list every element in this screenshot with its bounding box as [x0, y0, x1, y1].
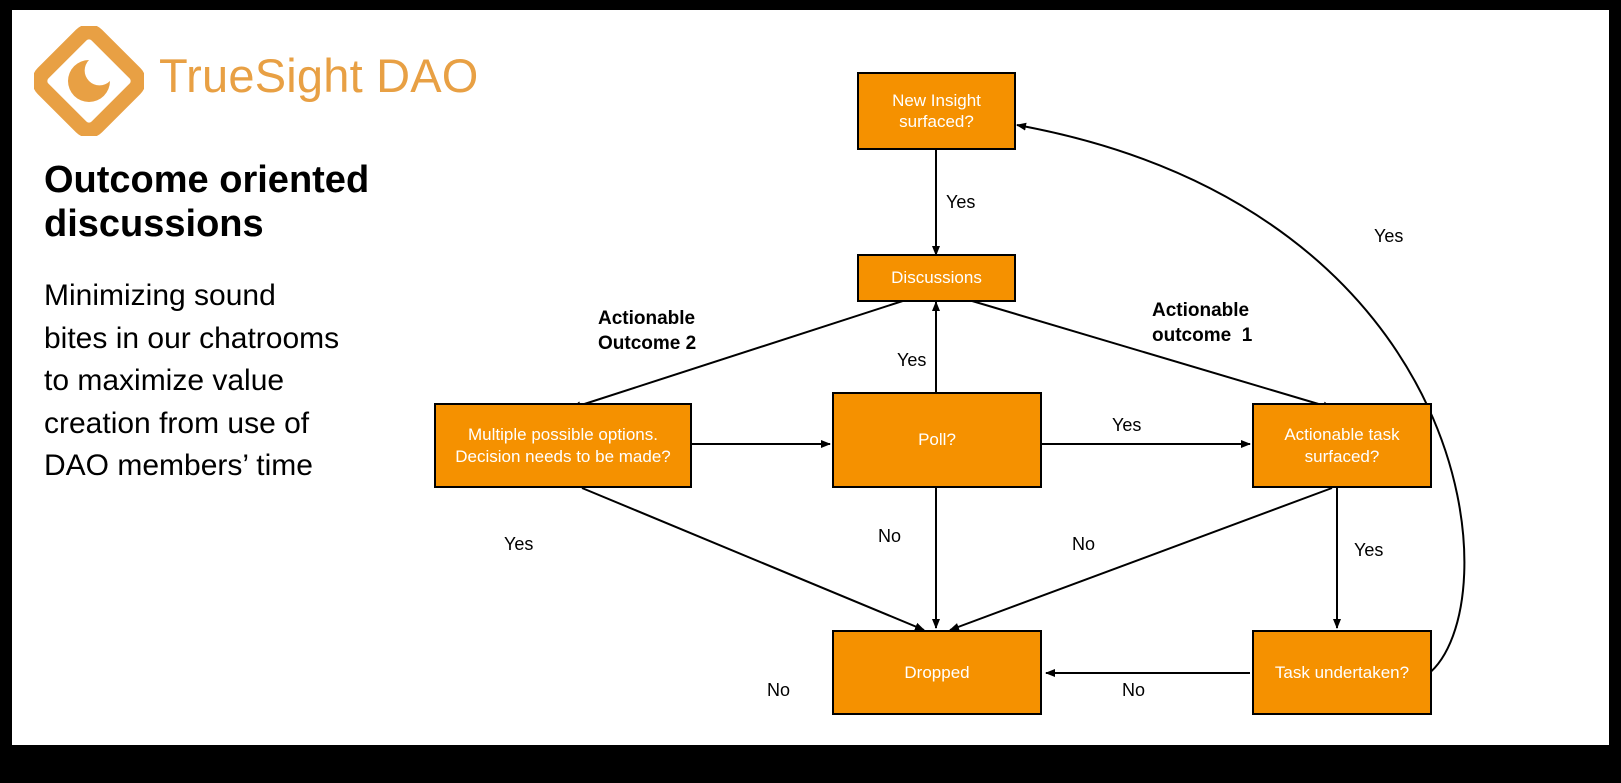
- edge-label-insight-discussions: Yes: [946, 192, 976, 212]
- node-new-insight-label: New Insight surfaced?: [892, 90, 981, 131]
- brand-logo: TrueSight DAO: [32, 22, 504, 138]
- diamond-eye-icon: [32, 24, 146, 138]
- edge-label-bottom-left-no: No: [767, 680, 791, 700]
- edge-discussions-task: [961, 297, 1333, 410]
- node-actionable-task-label: Actionable task surfaced?: [1284, 425, 1400, 466]
- node-task-undertaken-label: Task undertaken?: [1274, 662, 1410, 682]
- brand-wordmark: TrueSight DAO: [159, 49, 479, 102]
- edge-label-return-loop: Yes: [1374, 226, 1404, 246]
- slide-canvas: TrueSight DAO Outcome oriented discussio…: [12, 10, 1609, 745]
- node-poll[interactable]: Poll?: [832, 392, 1042, 488]
- edge-label-options-dropped: Yes: [504, 534, 534, 554]
- edge-task-dropped: [949, 487, 1333, 631]
- page-title: Outcome oriented discussions: [44, 158, 444, 246]
- node-multiple-options[interactable]: Multiple possible options. Decision need…: [434, 403, 692, 488]
- edge-discussions-options: [571, 297, 913, 410]
- edge-label-poll-discussions: Yes: [897, 350, 927, 370]
- body-line-1: Minimizing sound: [44, 279, 276, 312]
- node-discussions[interactable]: Discussions: [857, 254, 1016, 302]
- body-line-2: bites in our chatrooms: [44, 321, 340, 355]
- edge-label-task-undertaken: Yes: [1354, 540, 1384, 560]
- flowchart: New Insight surfaced? Discussions Multip…: [12, 10, 1609, 745]
- edge-label-poll-task: Yes: [1112, 415, 1142, 435]
- group-label-outcome-1: Actionable outcome 1: [1152, 300, 1253, 346]
- node-discussions-label: Discussions: [891, 268, 982, 288]
- node-dropped-label: Dropped: [904, 662, 970, 682]
- body-line-5: DAO members’ time: [44, 449, 313, 483]
- node-dropped[interactable]: Dropped: [832, 630, 1042, 715]
- edge-options-dropped: [581, 487, 925, 631]
- edge-label-poll-dropped: No: [878, 526, 902, 546]
- body-line-4: creation from use of: [44, 406, 310, 440]
- node-poll-label: Poll?: [918, 430, 956, 450]
- node-multiple-options-label: Multiple possible options. Decision need…: [455, 425, 671, 466]
- edge-label-task-dropped: No: [1072, 534, 1096, 554]
- group-label-outcome-2: Actionable Outcome 2: [598, 308, 697, 354]
- page-title-line-1: Outcome oriented: [44, 159, 370, 201]
- page-subtitle: Minimizing sound bites in our chatrooms …: [44, 275, 404, 488]
- edge-label-undertaken-dropped: No: [1122, 680, 1146, 700]
- body-line-3: to maximize value: [44, 364, 285, 398]
- node-new-insight[interactable]: New Insight surfaced?: [857, 72, 1016, 150]
- node-task-undertaken[interactable]: Task undertaken?: [1252, 630, 1432, 715]
- page-title-line-2: discussions: [44, 203, 264, 246]
- edge-undertaken-insight: [1016, 122, 1466, 676]
- node-actionable-task[interactable]: Actionable task surfaced?: [1252, 403, 1432, 488]
